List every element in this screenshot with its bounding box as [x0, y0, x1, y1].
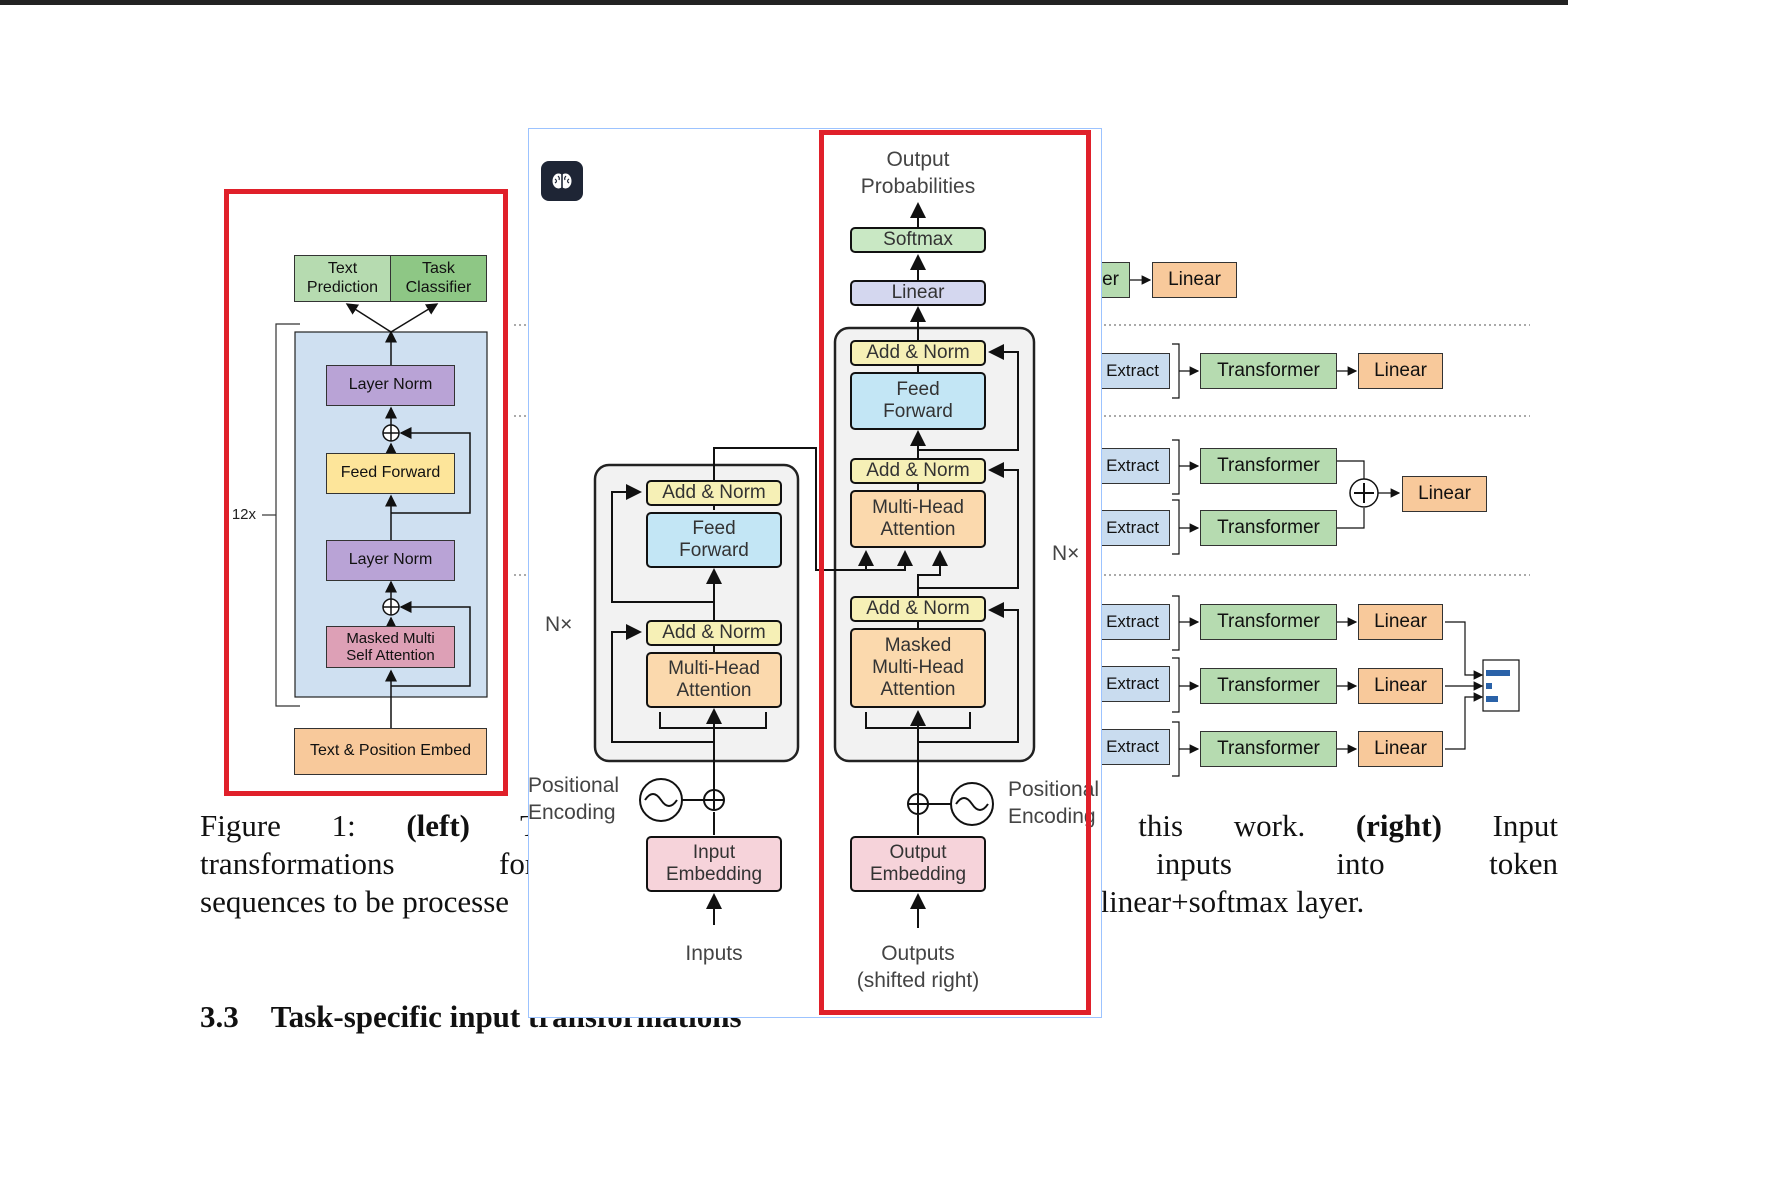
- section-number: 3.3: [200, 999, 239, 1034]
- linear-box-row2: Linear: [1358, 353, 1443, 389]
- decoder-add-norm-bottom: Add & Norm: [850, 596, 986, 622]
- caption-right-bold: (right): [1355, 808, 1442, 843]
- task-classifier-box: Task Classifier: [390, 255, 487, 302]
- brain-icon-glyph: [552, 173, 572, 189]
- caption-line3-start: sequences to be processe: [200, 884, 510, 919]
- linear-box-row4a: Linear: [1358, 604, 1443, 640]
- top-border-bar: [0, 0, 1568, 5]
- encoder-feed-forward: Feed Forward: [646, 512, 782, 568]
- left-highlight-frame: [224, 189, 508, 796]
- overlay-diagram-lines: [593, 202, 1036, 928]
- caption-line1-tail: Input: [1441, 808, 1559, 843]
- encoder-add-norm-bottom: Add & Norm: [646, 620, 782, 646]
- layer-norm-bottom-box: Layer Norm: [326, 540, 455, 581]
- text-prediction-box: Text Prediction: [294, 255, 391, 302]
- caption-line3-end: a linear+softmax layer.: [1079, 884, 1365, 919]
- encoder-add-norm-top: Add & Norm: [646, 480, 782, 506]
- positional-encoding-left: Positional Encoding: [528, 774, 620, 825]
- transformer-box-row3b: Transformer: [1200, 510, 1337, 546]
- caption-line-3: sequences to be processe a linear+softmax…: [200, 884, 1558, 920]
- outputs-shifted-right-label: Outputs (shifted right): [856, 942, 980, 993]
- extract-box-row2: Extract: [1090, 353, 1170, 389]
- input-embedding-box: Input Embedding: [646, 836, 782, 892]
- decoder-linear-box: Linear: [850, 280, 986, 306]
- decoder-add-norm-middle: Add & Norm: [850, 458, 986, 484]
- transformer-box-row4a: Transformer: [1200, 604, 1337, 640]
- caption-left-bold: (left): [406, 808, 471, 843]
- extract-box-row3a: Extract: [1090, 448, 1170, 484]
- transformer-box-row3a: Transformer: [1200, 448, 1337, 484]
- extract-box-row4a: Extract: [1090, 604, 1170, 640]
- extract-box-row4c: Extract: [1090, 729, 1170, 765]
- transformer-box-row2: Transformer: [1200, 353, 1337, 389]
- encoder-nx-label: N×: [545, 613, 573, 636]
- masked-self-attention-box: Masked Multi Self Attention: [326, 626, 455, 668]
- decoder-feed-forward: Feed Forward: [850, 372, 986, 430]
- linear-box-row3: Linear: [1402, 476, 1487, 512]
- extract-box-row4b: Extract: [1090, 666, 1170, 702]
- softmax-box: Softmax: [850, 227, 986, 253]
- inputs-label: Inputs: [685, 942, 743, 965]
- brain-icon[interactable]: [541, 161, 583, 201]
- output-embedding-box: Output Embedding: [850, 836, 986, 892]
- decoder-masked-multi-head-attention: Masked Multi-Head Attention: [850, 628, 986, 708]
- output-probabilities-label: Output Probabilities: [860, 148, 976, 199]
- decoder-multi-head-attention: Multi-Head Attention: [850, 490, 986, 548]
- decoder-nx-label: N×: [1052, 542, 1080, 565]
- linear-box-row4b: Linear: [1358, 668, 1443, 704]
- extract-box-row3b: Extract: [1090, 510, 1170, 546]
- linear-box-row1: Linear: [1152, 262, 1237, 298]
- positional-encoding-right: Positional Encoding: [1008, 778, 1100, 829]
- feed-forward-box: Feed Forward: [326, 453, 455, 494]
- repeat-12x-label: 12x: [231, 506, 256, 523]
- decoder-highlight-frame: [819, 130, 1091, 1015]
- linear-box-row4c: Linear: [1358, 731, 1443, 767]
- decoder-add-norm-top: Add & Norm: [850, 340, 986, 366]
- text-position-embed-box: Text & Position Embed: [294, 728, 487, 775]
- transformer-box-row4b: Transformer: [1200, 668, 1337, 704]
- transformer-box-row4c: Transformer: [1200, 731, 1337, 767]
- caption-prefix: Figure 1:: [200, 808, 407, 843]
- encoder-multi-head-attention: Multi-Head Attention: [646, 652, 782, 708]
- layer-norm-top-box: Layer Norm: [326, 365, 455, 406]
